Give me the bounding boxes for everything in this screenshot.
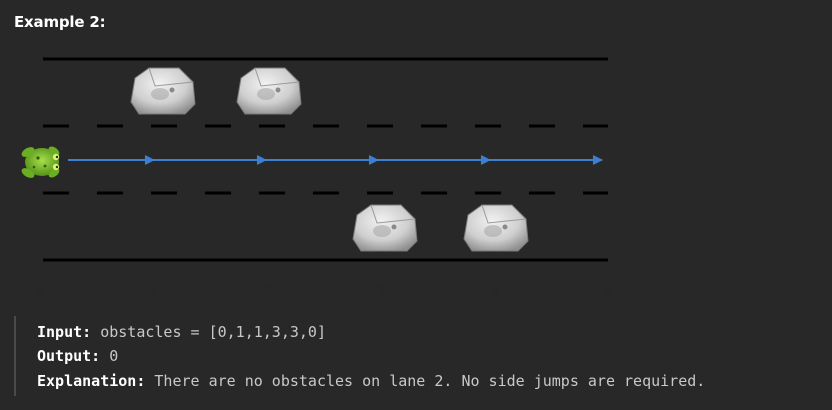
rock-icon — [463, 204, 529, 252]
explanation-line: Explanation: There are no obstacles on l… — [37, 372, 705, 390]
explanation-label: Explanation: — [37, 372, 146, 390]
output-line: Output: 0 — [37, 347, 118, 365]
output-label: Output: — [37, 347, 101, 365]
explanation-value: There are no obstacles on lane 2. No sid… — [145, 372, 706, 390]
example-code-block: Input: obstacles = [0,1,1,3,3,0] Output:… — [14, 316, 828, 396]
rock-icon — [352, 204, 418, 252]
tick-label-5: 5 — [604, 282, 612, 298]
frog-icon — [21, 146, 60, 178]
example-heading: Example 2: — [14, 13, 106, 31]
tick-label-2: 2 — [263, 282, 271, 298]
tick-label-3: 3 — [377, 282, 385, 298]
input-value: obstacles = [0,1,1,3,3,0] — [91, 323, 326, 341]
tick-label-4: 4 — [491, 282, 499, 298]
rock-icon — [130, 67, 196, 115]
lanes-figure: 0 1 2 3 4 5 — [21, 57, 612, 298]
input-label: Input: — [37, 323, 92, 341]
rock-icon — [236, 67, 302, 115]
tick-label-0: 0 — [36, 282, 44, 298]
tick-label-1: 1 — [150, 282, 158, 298]
output-value: 0 — [100, 347, 119, 365]
input-line: Input: obstacles = [0,1,1,3,3,0] — [37, 323, 326, 341]
